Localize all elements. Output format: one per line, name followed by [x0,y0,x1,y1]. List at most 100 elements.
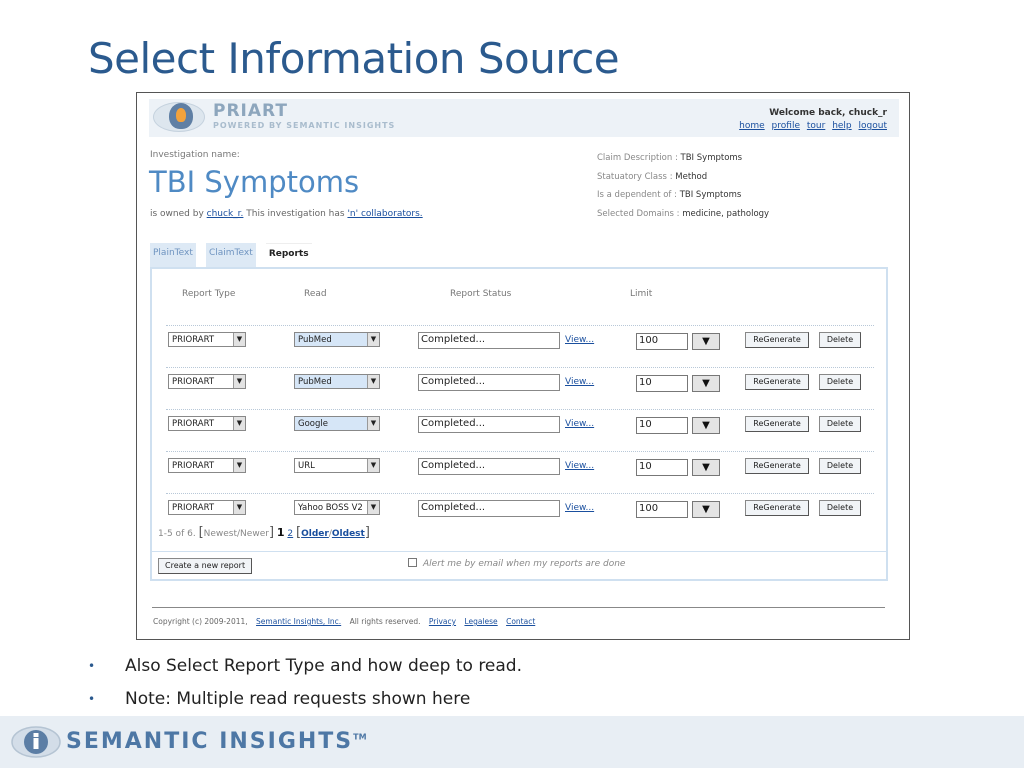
investigation-name-label: Investigation name: [150,150,240,160]
app-footer: Copyright (c) 2009-2011, Semantic Insigh… [153,617,536,626]
create-report-button[interactable]: Create a new report [158,558,253,574]
table-row: PRIORART▼ Yahoo BOSS V2▼ Completed... Vi… [166,493,874,523]
regenerate-button[interactable]: ReGenerate [745,458,809,474]
regenerate-button[interactable]: ReGenerate [745,416,809,432]
meta-statutory-class: Statuatory Class : Method [597,171,708,182]
tab-plaintext[interactable]: PlainText [150,243,196,267]
chevron-down-icon: ▼ [367,459,379,472]
slide-title: Select Information Source [88,34,620,83]
semantic-insights-logo-icon [11,726,61,758]
email-alert-checkbox[interactable] [408,558,417,567]
report-type-select[interactable]: PRIORART▼ [168,500,246,515]
tab-claimtext[interactable]: ClaimText [205,243,256,267]
regenerate-button[interactable]: ReGenerate [745,332,809,348]
brand-tagline: POWERED BY SEMANTIC INSIGHTS [213,121,396,130]
view-link[interactable]: View... [565,503,595,513]
nav-logout-link[interactable]: logout [858,121,887,131]
semantic-insights-wordmark: SEMANTIC INSIGHTSTM [66,729,367,754]
limit-field[interactable]: 10 [636,417,688,434]
report-type-select[interactable]: PRIORART▼ [168,416,246,431]
col-report-type: Report Type [182,289,236,299]
chevron-down-icon: ▼ [233,417,245,430]
chevron-down-icon: ▼ [367,417,379,430]
regenerate-button[interactable]: ReGenerate [745,374,809,390]
delete-button[interactable]: Delete [819,332,861,348]
chevron-down-icon: ▼ [367,375,379,388]
limit-dropdown-button[interactable]: ▼ [692,333,720,350]
regenerate-button[interactable]: ReGenerate [745,500,809,516]
slide-bullets: •Also Select Report Type and how deep to… [88,656,522,722]
read-source-select[interactable]: Google▼ [294,416,380,431]
email-alert-option: Alert me by email when my reports are do… [408,558,625,569]
chevron-down-icon: ▼ [367,333,379,346]
view-link[interactable]: View... [565,377,595,387]
footer-band [0,716,1024,768]
owner-link[interactable]: chuck_r. [206,209,244,219]
tab-reports[interactable]: Reports [265,243,312,267]
app-header: PRIART POWERED BY SEMANTIC INSIGHTS Welc… [149,99,899,137]
read-source-select[interactable]: Yahoo BOSS V2▼ [294,500,380,515]
col-limit: Limit [630,289,653,299]
claim-meta: Claim Description : TBI Symptoms Statuat… [597,153,769,227]
limit-field[interactable]: 100 [636,501,688,518]
table-row: PRIORART▼ URL▼ Completed... View... 10 ▼… [166,451,874,493]
report-status-field[interactable]: Completed... [418,416,560,433]
limit-field[interactable]: 10 [636,459,688,476]
priart-logo-icon[interactable] [153,102,205,132]
limit-dropdown-button[interactable]: ▼ [692,459,720,476]
delete-button[interactable]: Delete [819,500,861,516]
meta-dependent-of: Is a dependent of : TBI Symptoms [597,190,742,200]
view-link[interactable]: View... [565,461,595,471]
chevron-down-icon: ▼ [233,501,245,514]
col-report-status: Report Status [450,289,512,299]
report-type-select[interactable]: PRIORART▼ [168,374,246,389]
pager-page-2[interactable]: 2 [287,529,294,539]
chevron-down-icon: ▼ [367,501,379,514]
pager-oldest[interactable]: Oldest [331,529,365,539]
pager-newest: Newest/Newer [203,529,269,539]
limit-field[interactable]: 100 [636,333,688,350]
app-screenshot: PRIART POWERED BY SEMANTIC INSIGHTS Welc… [136,92,910,640]
read-source-select[interactable]: PubMed▼ [294,332,380,347]
report-type-select[interactable]: PRIORART▼ [168,458,246,473]
view-link[interactable]: View... [565,335,595,345]
chevron-down-icon: ▼ [233,459,245,472]
privacy-link[interactable]: Privacy [428,617,457,626]
top-nav: home profile tour help logout [735,121,887,131]
pagination: 1-5 of 6. [Newest/Newer] 1 2 [Older/Olde… [158,525,370,540]
report-status-field[interactable]: Completed... [418,332,560,349]
table-row: PRIORART▼ PubMed▼ Completed... View... 1… [166,325,874,367]
email-alert-label: Alert me by email when my reports are do… [423,559,626,569]
read-source-select[interactable]: PubMed▼ [294,374,380,389]
bullet-item: •Note: Multiple read requests shown here [88,689,471,709]
collaborators-link[interactable]: 'n' collaborators. [347,209,423,219]
delete-button[interactable]: Delete [819,416,861,432]
legalese-link[interactable]: Legalese [464,617,498,626]
view-link[interactable]: View... [565,419,595,429]
report-type-select[interactable]: PRIORART▼ [168,332,246,347]
chevron-down-icon: ▼ [233,375,245,388]
delete-button[interactable]: Delete [819,374,861,390]
table-row: PRIORART▼ Google▼ Completed... View... 1… [166,409,874,451]
nav-home-link[interactable]: home [739,121,765,131]
report-status-field[interactable]: Completed... [418,374,560,391]
limit-dropdown-button[interactable]: ▼ [692,375,720,392]
report-status-field[interactable]: Completed... [418,458,560,475]
nav-help-link[interactable]: help [832,121,852,131]
read-source-select[interactable]: URL▼ [294,458,380,473]
chevron-down-icon: ▼ [233,333,245,346]
limit-dropdown-button[interactable]: ▼ [692,501,720,518]
limit-dropdown-button[interactable]: ▼ [692,417,720,434]
limit-field[interactable]: 10 [636,375,688,392]
nav-profile-link[interactable]: profile [771,121,800,131]
owner-line: is owned by chuck_r. This investigation … [150,209,423,219]
pager-older[interactable]: Older [301,529,329,539]
brand-name: PRIART [213,101,288,121]
delete-button[interactable]: Delete [819,458,861,474]
meta-claim-description: Claim Description : TBI Symptoms [597,153,743,163]
contact-link[interactable]: Contact [506,617,536,626]
company-link[interactable]: Semantic Insights, Inc. [256,617,342,626]
col-read: Read [304,289,327,299]
nav-tour-link[interactable]: tour [806,121,826,131]
report-status-field[interactable]: Completed... [418,500,560,517]
